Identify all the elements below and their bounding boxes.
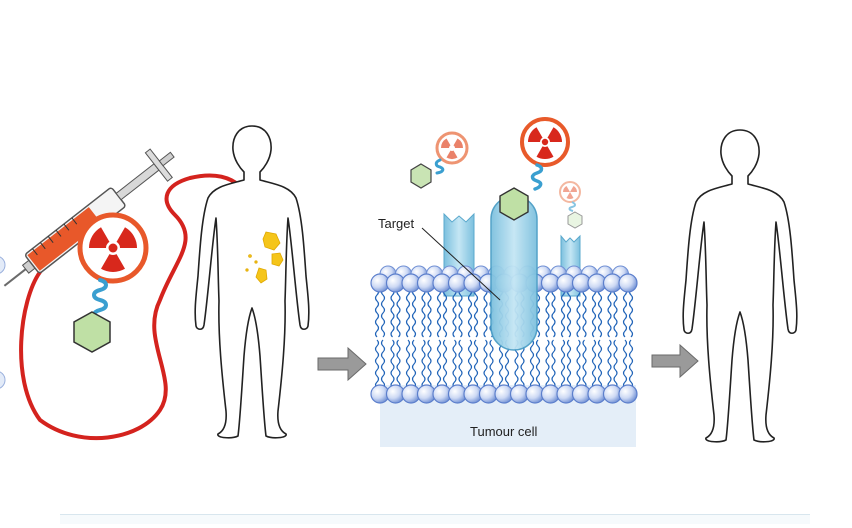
radiation-symbol-icon	[77, 212, 149, 284]
hexagon-ligand-icon	[499, 187, 529, 221]
arrow-right-icon	[651, 343, 699, 379]
human-silhouette-icon	[682, 129, 798, 443]
label-target: Target	[378, 216, 415, 231]
target-leader-line	[421, 227, 501, 301]
hexagon-ligand-icon	[410, 163, 432, 189]
membrane-heads-bottom	[370, 384, 638, 404]
edge-fragment	[0, 256, 6, 274]
radioligand-faint	[559, 181, 583, 229]
hexagon-ligand-icon	[567, 211, 583, 229]
radioligand-large	[73, 212, 149, 353]
edge-fragment	[0, 371, 6, 389]
infusion-tube	[19, 173, 250, 441]
radiation-symbol-icon	[559, 181, 581, 203]
footer-strip	[60, 514, 810, 524]
arrow-right-icon	[317, 346, 367, 382]
radioligand-free	[410, 131, 469, 189]
linker-helix	[90, 278, 108, 324]
tumour-hotspots	[245, 231, 284, 284]
label-tumour-cell: Tumour cell	[470, 424, 538, 439]
human-silhouette-icon	[194, 125, 310, 439]
radiation-symbol-icon	[520, 117, 570, 167]
syringe-icon	[3, 148, 175, 287]
radioligand-bound	[499, 117, 570, 221]
radiation-symbol-icon	[435, 131, 469, 165]
hexagon-ligand-icon	[73, 311, 111, 353]
